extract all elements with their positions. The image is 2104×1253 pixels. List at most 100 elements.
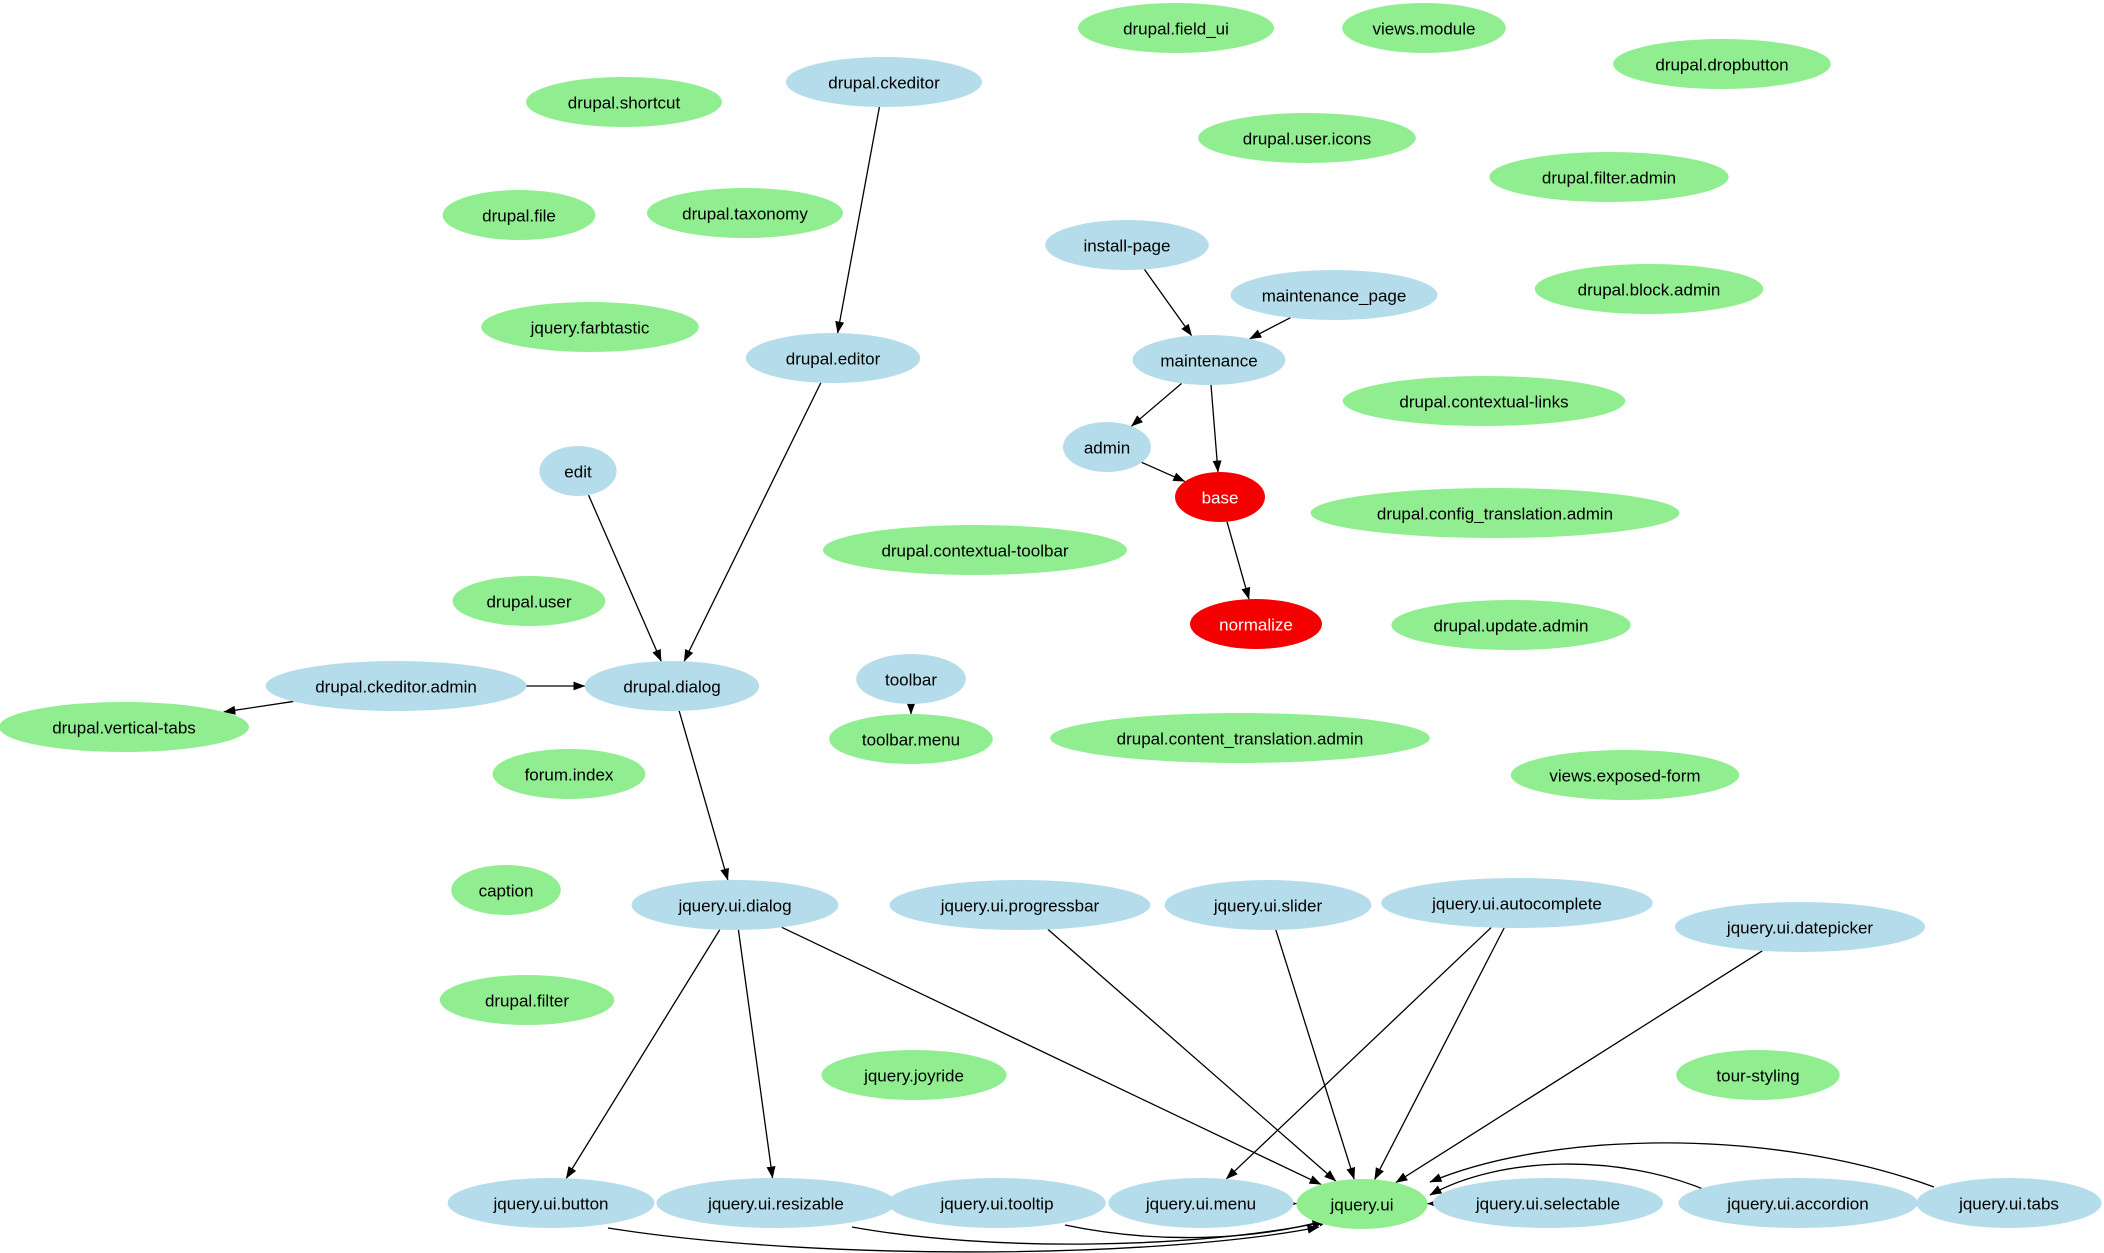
edge-jquery-ui-tooltip-to-jquery-ui xyxy=(1064,1217,1331,1239)
node-drupal-editor: drupal.editor xyxy=(745,333,921,383)
node-ellipse xyxy=(829,714,993,764)
node-ellipse xyxy=(889,880,1151,930)
edge-drupal-ckeditor-admin-to-drupal-vertical-tabs xyxy=(223,700,294,715)
node-base: base xyxy=(1175,472,1265,522)
node-ellipse xyxy=(481,302,699,352)
node-ellipse xyxy=(1391,600,1631,650)
node-ellipse xyxy=(1063,422,1151,472)
node-jquery-ui-slider: jquery.ui.slider xyxy=(1164,880,1372,930)
node-toolbar: toolbar xyxy=(856,654,966,704)
node-ellipse xyxy=(1175,472,1265,522)
node-maintenance: maintenance xyxy=(1132,335,1286,385)
node-jquery-ui-dialog: jquery.ui.dialog xyxy=(631,880,839,930)
node-ellipse xyxy=(447,1178,655,1228)
node-ellipse xyxy=(1190,599,1322,649)
node-drupal-update-admin: drupal.update.admin xyxy=(1391,600,1631,650)
node-drupal-user: drupal.user xyxy=(452,576,606,626)
node-jquery-ui-tooltip: jquery.ui.tooltip xyxy=(888,1178,1106,1228)
node-ellipse xyxy=(1678,1178,1918,1228)
node-ellipse xyxy=(452,576,606,626)
node-admin: admin xyxy=(1063,422,1151,472)
edge-jquery-ui-autocomplete-to-jquery-ui xyxy=(1374,927,1505,1180)
node-ellipse xyxy=(442,190,596,240)
edge-jquery-ui-dialog-to-jquery-ui xyxy=(781,926,1322,1186)
node-ellipse xyxy=(888,1178,1106,1228)
node-drupal-config-translation-admin: drupal.config_translation.admin xyxy=(1310,488,1680,538)
node-drupal-vertical-tabs: drupal.vertical-tabs xyxy=(0,702,249,752)
node-ellipse xyxy=(786,57,982,107)
edge-jquery-ui-dialog-to-jquery-ui-button xyxy=(565,929,721,1179)
node-jquery-ui: jquery.ui xyxy=(1296,1179,1428,1229)
node-ellipse xyxy=(823,525,1127,575)
node-ellipse xyxy=(0,702,249,752)
edge-jquery-ui-button-to-jquery-ui xyxy=(607,1224,1320,1253)
node-ellipse xyxy=(856,654,966,704)
node-ellipse xyxy=(265,661,527,711)
node-ellipse xyxy=(1198,113,1416,163)
node-jquery-ui-progressbar: jquery.ui.progressbar xyxy=(889,880,1151,930)
node-drupal-contextual-links: drupal.contextual-links xyxy=(1342,376,1626,426)
node-drupal-block-admin: drupal.block.admin xyxy=(1534,264,1764,314)
node-ellipse xyxy=(1045,220,1209,270)
edge-drupal-ckeditor-to-drupal-editor xyxy=(835,106,881,334)
node-ellipse xyxy=(1534,264,1764,314)
node-jquery-ui-menu: jquery.ui.menu xyxy=(1108,1178,1294,1228)
edge-jquery-ui-tabs-to-jquery-ui xyxy=(1429,1142,1935,1188)
edge-jquery-ui-autocomplete-to-jquery-ui-menu xyxy=(1225,927,1492,1180)
node-forum-index: forum.index xyxy=(492,749,646,799)
node-jquery-joyride: jquery.joyride xyxy=(821,1050,1007,1100)
edges-layer xyxy=(223,106,1935,1253)
node-ellipse xyxy=(584,661,760,711)
edge-jquery-ui-datepicker-to-jquery-ui xyxy=(1395,950,1763,1184)
node-install-page: install-page xyxy=(1045,220,1209,270)
node-ellipse xyxy=(1613,39,1831,89)
node-ellipse xyxy=(1108,1178,1294,1228)
node-ellipse xyxy=(526,77,722,127)
edge-base-to-normalize xyxy=(1226,521,1251,600)
edge-jquery-ui-slider-to-jquery-ui xyxy=(1275,929,1356,1180)
node-drupal-ckeditor-admin: drupal.ckeditor.admin xyxy=(265,661,527,711)
node-ellipse xyxy=(1433,1178,1663,1228)
node-ellipse xyxy=(1489,152,1729,202)
node-ellipse xyxy=(1164,880,1372,930)
node-ellipse xyxy=(821,1050,1007,1100)
node-ellipse xyxy=(1676,1050,1840,1100)
edge-maintenance-to-base xyxy=(1210,384,1222,473)
node-drupal-content-translation-admin: drupal.content_translation.admin xyxy=(1050,713,1430,763)
node-ellipse xyxy=(451,865,561,915)
node-ellipse xyxy=(1050,713,1430,763)
edge-edit-to-drupal-dialog xyxy=(587,494,662,662)
edge-drupal-editor-to-drupal-dialog xyxy=(683,382,822,662)
edge-jquery-ui-resizable-to-jquery-ui xyxy=(851,1219,1325,1245)
node-ellipse xyxy=(1310,488,1680,538)
node-toolbar-menu: toolbar.menu xyxy=(829,714,993,764)
node-drupal-taxonomy: drupal.taxonomy xyxy=(647,188,843,238)
node-jquery-ui-selectable: jquery.ui.selectable xyxy=(1433,1178,1663,1228)
edge-jquery-ui-progressbar-to-jquery-ui xyxy=(1047,928,1337,1182)
node-ellipse xyxy=(745,333,921,383)
node-ellipse xyxy=(1132,335,1286,385)
edge-maintenance-page-to-maintenance xyxy=(1249,317,1291,340)
edge-admin-to-base xyxy=(1141,461,1186,483)
node-ellipse xyxy=(539,446,617,496)
node-maintenance-page: maintenance_page xyxy=(1230,270,1438,320)
node-ellipse xyxy=(656,1178,896,1228)
node-drupal-ckeditor: drupal.ckeditor xyxy=(786,57,982,107)
node-ellipse xyxy=(492,749,646,799)
edge-jquery-ui-accordion-to-jquery-ui xyxy=(1429,1163,1709,1196)
node-jquery-ui-tabs: jquery.ui.tabs xyxy=(1916,1178,2102,1228)
node-drupal-dialog: drupal.dialog xyxy=(584,661,760,711)
node-ellipse xyxy=(1230,270,1438,320)
node-ellipse xyxy=(1381,878,1653,928)
node-drupal-file: drupal.file xyxy=(442,190,596,240)
node-edit: edit xyxy=(539,446,617,496)
node-drupal-filter: drupal.filter xyxy=(439,975,615,1025)
node-jquery-ui-autocomplete: jquery.ui.autocomplete xyxy=(1381,878,1653,928)
node-views-exposed-form: views.exposed-form xyxy=(1510,750,1740,800)
node-ellipse xyxy=(1675,902,1925,952)
node-drupal-field-ui: drupal.field_ui xyxy=(1078,3,1274,53)
node-drupal-user-icons: drupal.user.icons xyxy=(1198,113,1416,163)
